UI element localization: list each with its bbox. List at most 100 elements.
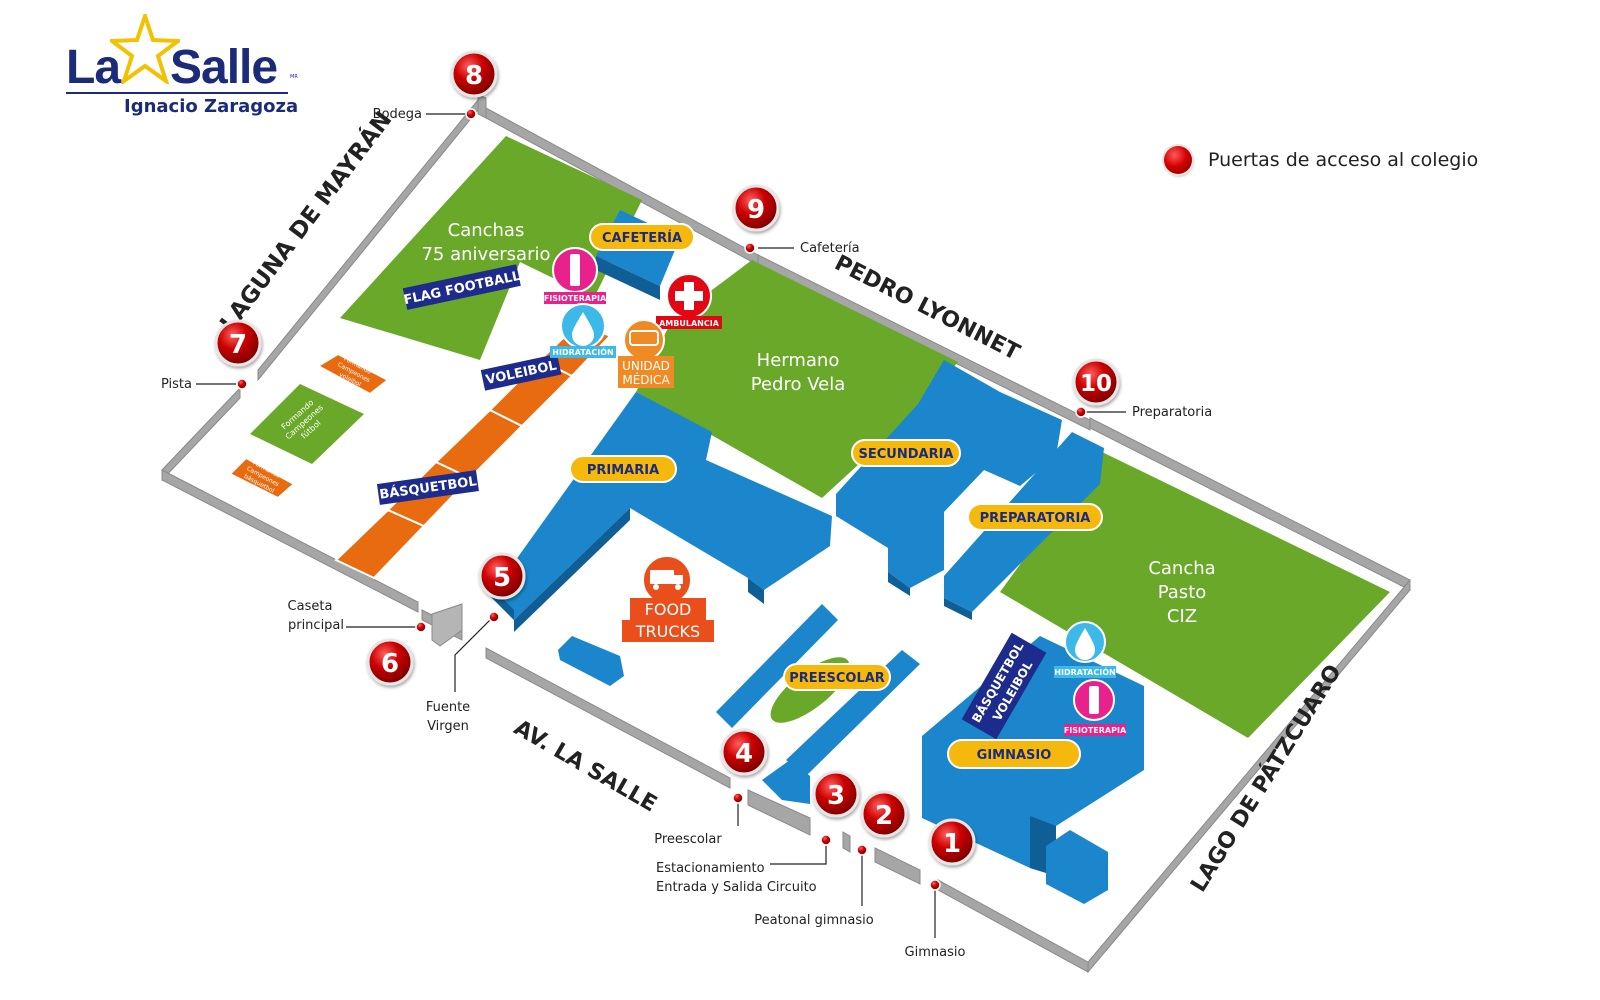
gate-5-label-line1: Fuente	[426, 700, 470, 715]
gate-6-badge[interactable]	[366, 638, 414, 686]
label-canchas: Canchas	[448, 220, 525, 241]
sport-tag-bg	[480, 353, 562, 391]
label-hidratacion-gym: HIDRATACIÓN	[1054, 666, 1115, 677]
wall-laguna-lower	[161, 386, 241, 482]
sport-tag-bg	[961, 632, 1047, 740]
truck-wheel	[653, 584, 659, 590]
gate-6-point	[415, 621, 427, 633]
water-drop-shape	[1075, 628, 1095, 660]
gate-9-number: 9	[747, 195, 765, 225]
la-salle-logo: La Salle MR Ignacio Zaragoza	[66, 14, 306, 124]
wall-av-la-salle	[485, 647, 731, 789]
logo-subtitle: Ignacio Zaragoza	[124, 96, 299, 117]
building-secundaria	[836, 360, 1062, 588]
gate-9-badge[interactable]	[732, 184, 780, 232]
gate-5-label-line2: Virgen	[427, 719, 469, 734]
water-drop-shape	[572, 312, 594, 346]
tag-bg	[656, 316, 722, 329]
legend-label: Puertas de acceso al colegio	[1208, 149, 1479, 171]
gate-badges: 1 2 3 4 5 6 7 8 9 10	[214, 50, 1120, 866]
logo-mark: MR	[290, 74, 298, 80]
label-ciz: CIZ	[1167, 606, 1197, 627]
truck-wheel	[675, 584, 681, 590]
gate-8-badge[interactable]	[450, 50, 498, 98]
tag-bg	[630, 598, 706, 620]
wall-laguna	[257, 98, 479, 382]
badge-cafeteria: CAFETERÍA	[602, 230, 682, 246]
tag-bg	[544, 292, 606, 304]
wall-post-bodega	[477, 94, 487, 119]
gate-3-label-line2: Entrada y Salida Circuito	[656, 880, 817, 895]
label-hermano: Hermano	[757, 350, 840, 371]
gate-1-label: Gimnasio	[905, 945, 966, 960]
gate-10-number: 10	[1080, 371, 1112, 397]
gate-7-point	[236, 378, 248, 390]
gate-1-number: 1	[943, 829, 961, 859]
building-preescolar-3	[762, 760, 810, 804]
wall-pedro-lyonnet	[757, 254, 1091, 431]
label-75-aniversario: 75 aniversario	[421, 244, 550, 265]
gate-10-label: Preparatoria	[1132, 405, 1212, 420]
cross-horizontal	[675, 291, 703, 301]
gate-7-number: 7	[229, 330, 247, 360]
badge-gimnasio: GIMNASIO	[977, 748, 1052, 763]
caseta-principal	[431, 603, 463, 647]
badge-bg	[851, 439, 961, 467]
gate-5-badge[interactable]	[478, 552, 526, 600]
gate-labels: Gimnasio Peatonal gimnasio Estacionamien…	[161, 107, 1212, 960]
gate-2-number: 2	[875, 801, 893, 831]
label-pedro-vela: Pedro Vela	[751, 374, 845, 395]
building-fuente	[558, 636, 624, 686]
building-primaria-shade	[514, 508, 630, 632]
gate-5-number: 5	[493, 563, 511, 593]
badge-bg	[569, 455, 677, 483]
spine-icon-shape	[1089, 686, 1099, 714]
gate-10-badge[interactable]	[1072, 358, 1120, 406]
badge-bg	[589, 223, 695, 251]
spine-icon-shape	[570, 254, 580, 286]
wall-post-2	[842, 831, 851, 853]
court-basquet-small	[228, 456, 296, 500]
wall-preescolar-gate	[747, 789, 811, 836]
legend: Puertas de acceso al colegio	[1164, 140, 1478, 180]
gate-2-label: Peatonal gimnasio	[754, 913, 873, 928]
tag-bg	[1054, 666, 1116, 678]
gate-3-number: 3	[827, 781, 845, 811]
label-medica: MÉDICA	[622, 372, 670, 387]
gate-8-point	[465, 108, 477, 120]
gate-3-badge[interactable]	[812, 770, 860, 818]
sport-tag-bg	[376, 470, 479, 505]
gate-4-point	[732, 792, 744, 804]
truck-body	[650, 570, 674, 584]
gate-2-point	[856, 844, 868, 856]
building-cafeteria-side	[596, 256, 660, 300]
logo-word-la: La	[66, 41, 121, 94]
fields	[250, 136, 1390, 738]
gate-10-point	[1075, 406, 1087, 418]
gate-7-badge[interactable]	[214, 319, 262, 367]
wall-southwest	[161, 469, 419, 613]
field-formando-futbol	[250, 384, 364, 464]
gate-1-badge[interactable]	[928, 818, 976, 866]
badge-bg	[967, 503, 1103, 531]
gate-4-label: Preescolar	[654, 832, 722, 847]
building-badges: CAFETERÍA PRIMARIA SECUNDARIA PREPARATOR…	[569, 223, 1103, 769]
label-fisioterapia: FISIOTERAPIA	[544, 294, 607, 303]
gate-leader-lines	[196, 113, 1126, 938]
label-food: FOOD	[645, 600, 692, 619]
badge-bg	[783, 663, 891, 691]
gate-8-number: 8	[465, 61, 483, 91]
gate-4-badge[interactable]	[720, 728, 768, 776]
gate-2-badge[interactable]	[860, 790, 908, 838]
gate-3-point	[820, 834, 832, 846]
gate-8-label: Bodega	[373, 107, 422, 122]
building-secundaria-side	[888, 572, 910, 596]
label-fisioterapia-gym: FISIOTERAPIA	[1064, 726, 1127, 735]
gate-7-label: Pista	[161, 377, 192, 392]
services: FISIOTERAPIA HIDRATACIÓN AMBULANCIA UNID…	[544, 247, 1127, 736]
gate-9-label: Cafetería	[800, 241, 860, 256]
tag-bg	[1064, 724, 1126, 736]
logo-word-salle: Salle	[170, 41, 278, 94]
gate-5-point	[488, 611, 500, 623]
